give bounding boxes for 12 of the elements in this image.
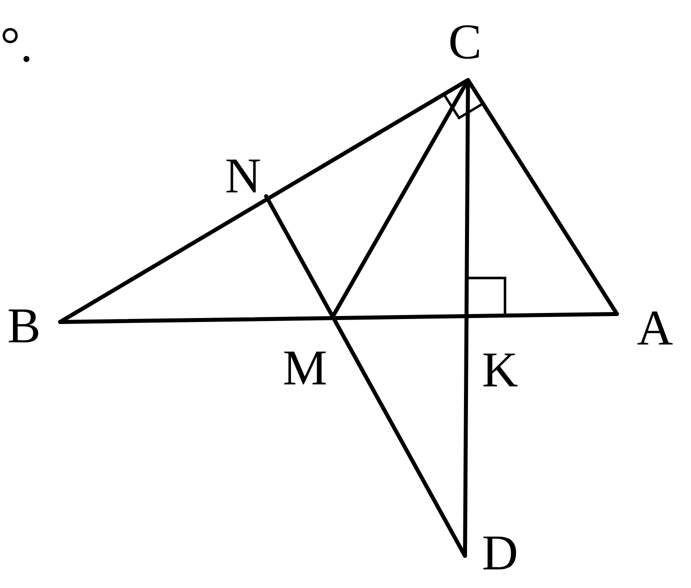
line-segment [264, 194, 467, 558]
line-segment [463, 78, 470, 558]
point-label: K [483, 354, 518, 386]
line-segment [466, 78, 619, 316]
point-label: M [284, 352, 326, 384]
line-segment [58, 312, 619, 324]
point-label: C [450, 25, 479, 59]
point-label: N [226, 160, 260, 192]
point-label: B [8, 310, 38, 342]
note-text: °. [2, 28, 30, 62]
point-label: A [637, 311, 673, 344]
point-label: D [483, 536, 516, 570]
